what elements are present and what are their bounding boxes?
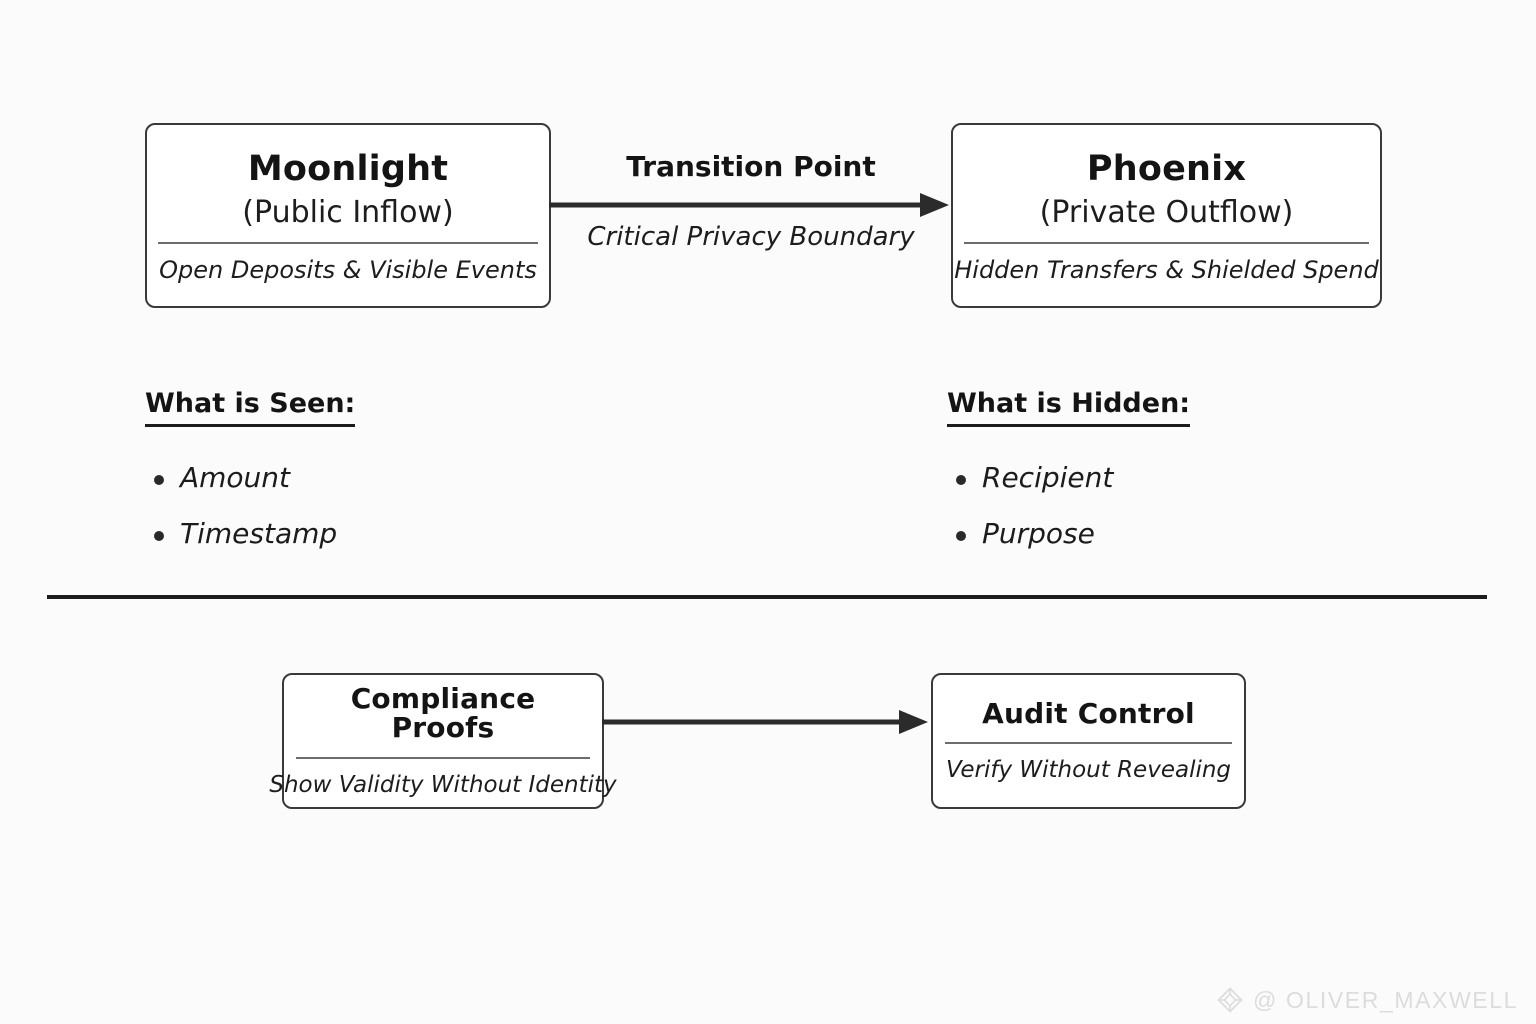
bullet-icon [154,531,164,541]
list-item-label: Purpose [982,517,1095,550]
node-moonlight-title: Moonlight [247,149,449,190]
transition-group: Transition Point Critical Privacy Bounda… [549,150,951,260]
node-phoenix-divider [964,242,1369,245]
legend-what-is-seen: What is Seen: Amount Timestamp [145,388,356,550]
section-divider [47,595,1487,599]
node-moonlight-divider [158,242,538,245]
node-phoenix-caption: Hidden Transfers & Shielded Spend [954,256,1379,285]
node-compliance-proofs[interactable]: Compliance Proofs Show Validity Without … [269,673,617,809]
list-item: Recipient [947,461,1190,494]
node-compliance-divider [296,756,590,759]
node-compliance-caption: Show Validity Without Identity [269,771,617,798]
legend-seen-heading: What is Seen: [145,388,356,427]
list-item: Amount [145,461,355,494]
node-audit-divider [945,742,1232,745]
node-compliance-title: Compliance Proofs [350,681,536,745]
transition-caption: Critical Privacy Boundary [587,222,915,252]
legend-hidden-list: Recipient Purpose [947,461,1190,550]
bullet-icon [956,531,966,541]
watermark-handle: @ OLIVER_MAXWELL [1253,986,1518,1013]
list-item: Timestamp [145,517,355,550]
legend-seen-list: Amount Timestamp [145,461,355,550]
node-moonlight-subtitle: (Public Inflow) [242,195,454,231]
node-audit-caption: Verify Without Revealing [945,757,1232,784]
watermark: @ OLIVER_MAXWELL [1216,986,1518,1014]
legend-what-is-hidden: What is Hidden: Recipient Purpose [947,388,1191,550]
legend-hidden-heading: What is Hidden: [947,388,1191,427]
list-item: Purpose [947,517,1190,550]
node-moonlight-caption: Open Deposits & Visible Events [159,256,537,285]
node-audit-control[interactable]: Audit Control Verify Without Revealing [931,673,1246,809]
arrow-right-icon-bottom [602,710,928,734]
node-phoenix-subtitle: (Private Outflow) [1039,195,1294,231]
list-item-label: Timestamp [180,517,338,550]
list-item-label: Amount [180,461,291,494]
diamond-logo-icon [1217,987,1243,1013]
transition-title: Transition Point [626,150,876,183]
node-moonlight[interactable]: Moonlight (Public Inflow) Open Deposits … [145,123,551,308]
bullet-icon [154,475,164,485]
bullet-icon [956,475,966,485]
node-audit-title: Audit Control [982,696,1195,730]
node-phoenix[interactable]: Phoenix (Private Outflow) Hidden Transfe… [951,123,1382,308]
arrow-right-icon [549,193,949,217]
node-phoenix-title: Phoenix [1086,149,1247,190]
list-item-label: Recipient [982,461,1114,494]
